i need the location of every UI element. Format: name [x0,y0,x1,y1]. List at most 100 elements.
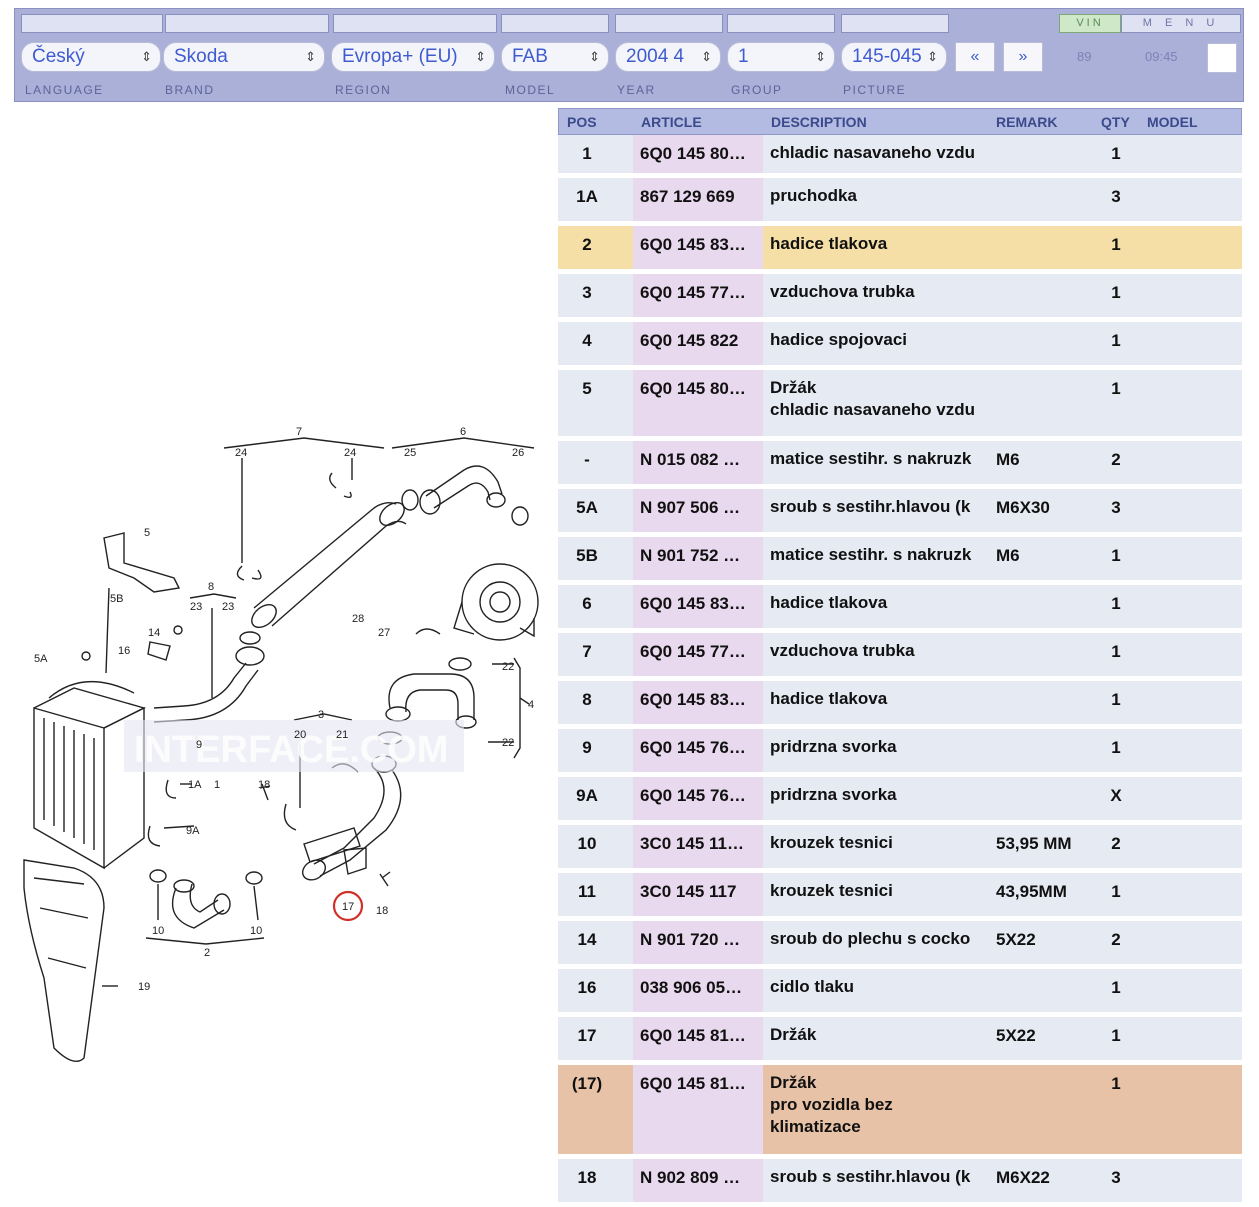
callout-10b[interactable]: 10 [250,925,262,937]
row-article[interactable]: 6Q0 145 81… [640,1074,746,1093]
callout-2[interactable]: 2 [204,947,210,959]
row-qty: 1 [1111,882,1121,901]
row-article[interactable]: 6Q0 145 80… [640,144,746,163]
article-column-bg [633,441,763,484]
vin-button[interactable]: VIN [1059,14,1121,33]
row-article[interactable]: 6Q0 145 83… [640,594,746,613]
row-pos: 4 [582,331,592,350]
callout-28[interactable]: 28 [352,613,364,625]
row-article[interactable]: 6Q0 145 80… [640,379,746,398]
row-article[interactable]: 6Q0 145 76… [640,786,746,805]
callout-6[interactable]: 6 [460,426,466,438]
prev-page-button[interactable]: « [955,42,995,72]
row-qty: 3 [1111,498,1121,517]
callout-10a[interactable]: 10 [152,925,164,937]
group-select[interactable]: 1 ⇕ [727,42,835,72]
picture-select[interactable]: 145-045 ⇕ [841,42,947,72]
row-article[interactable]: 6Q0 145 83… [640,235,746,254]
row-article[interactable]: 6Q0 145 77… [640,283,746,302]
blank-checkbox[interactable] [1207,43,1237,73]
row-pos: 9A [576,786,598,805]
callout-3[interactable]: 3 [318,709,324,721]
row-article[interactable]: N 015 082 … [640,450,741,469]
callout-7[interactable]: 7 [296,426,302,438]
callout-5a[interactable]: 5A [34,653,48,665]
row-article[interactable]: 6Q0 145 83… [640,690,746,709]
brand-select[interactable]: Skoda ⇕ [163,42,325,72]
row-article[interactable]: 3C0 145 117 [640,882,737,901]
callout-26[interactable]: 26 [512,447,524,459]
callout-5[interactable]: 5 [144,527,150,539]
callout-23b[interactable]: 23 [222,601,234,613]
callout-5b[interactable]: 5B [110,593,123,605]
callout-24a[interactable]: 24 [235,447,247,459]
row-article[interactable]: 6Q0 145 822 [640,331,739,350]
row-qty: 3 [1111,187,1121,206]
callout-9a[interactable]: 9A [186,825,200,837]
region-select[interactable]: Evropa+ (EU) ⇕ [331,42,495,72]
callout-4[interactable]: 4 [528,699,534,711]
callout-21[interactable]: 21 [336,729,348,741]
menu-button[interactable]: M E N U [1121,14,1241,33]
callout-8[interactable]: 8 [208,581,214,593]
row-article[interactable]: N 901 720 … [640,930,741,949]
callout-14[interactable]: 14 [148,627,160,639]
model-select[interactable]: FAB ⇕ [501,42,609,72]
row-article[interactable]: N 902 809 … [640,1168,741,1187]
row-article[interactable]: 6Q0 145 76… [640,738,746,757]
callout-18b[interactable]: 18 [376,905,388,917]
row-article[interactable]: 3C0 145 11… [640,834,744,853]
next-page-button[interactable]: » [1003,42,1043,72]
callout-23a[interactable]: 23 [190,601,202,613]
row-article[interactable]: 038 906 05… [640,978,743,997]
callout-19[interactable]: 19 [138,981,150,993]
callout-18a[interactable]: 18 [258,779,270,791]
row-pos: 10 [577,834,597,853]
callout-27[interactable]: 27 [378,627,390,639]
callout-24b[interactable]: 24 [344,447,356,459]
row-article[interactable]: 6Q0 145 81… [640,1026,746,1045]
year-select[interactable]: 2004 4 ⇕ [615,42,721,72]
callout-17[interactable]: 17 [342,901,354,913]
callout-16[interactable]: 16 [118,645,130,657]
callout-22b[interactable]: 22 [502,737,514,749]
callout-20[interactable]: 20 [294,729,306,741]
article-column-bg [633,873,763,916]
row-article[interactable]: 867 129 669 [640,187,735,206]
callout-9[interactable]: 9 [196,739,202,751]
callout-1a[interactable]: 1A [188,779,202,791]
callout-1[interactable]: 1 [214,779,220,791]
row-description-line: hadice spojovaci [770,330,907,349]
callout-25[interactable]: 25 [404,447,416,459]
row-article[interactable]: N 907 506 … [640,498,741,517]
language-select[interactable]: Český ⇕ [21,42,161,72]
callout-22a[interactable]: 22 [502,661,514,673]
row-qty: 1 [1111,235,1121,254]
row-article[interactable]: 6Q0 145 77… [640,642,746,661]
row-article[interactable]: N 901 752 … [640,546,741,565]
brand-label: BRAND [165,83,215,97]
